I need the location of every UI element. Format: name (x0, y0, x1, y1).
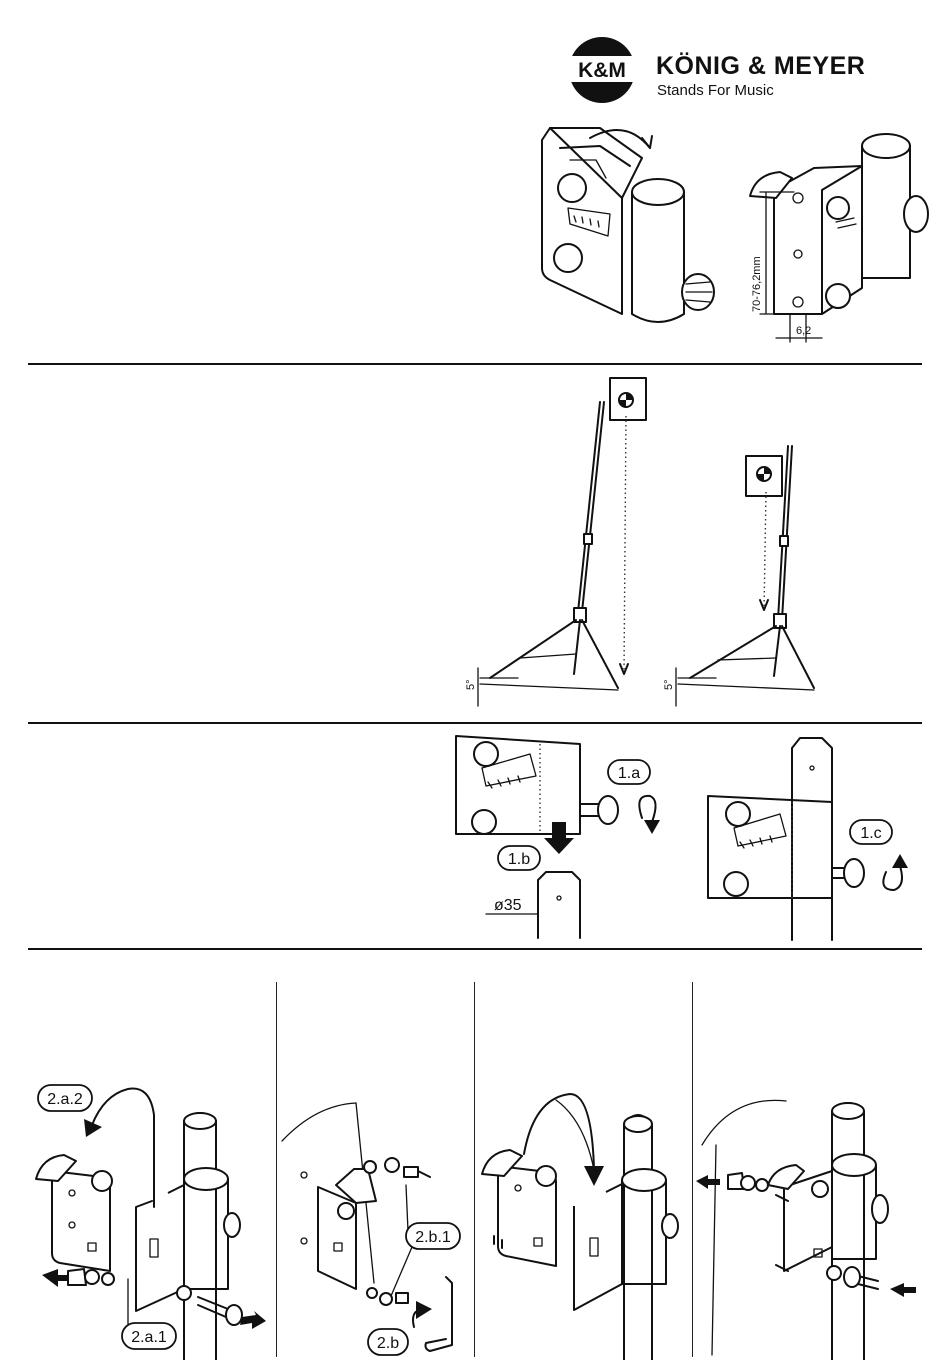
holder-back-view: 70-76,2mm 6,2 (740, 118, 930, 348)
assembly-panel-3 (474, 1080, 692, 1360)
dimension-height-label: 70-76,2mm (751, 256, 763, 312)
mounting-step-1-left: 1.a 1.b ø35 (446, 730, 676, 938)
assembly-panel-2: 2.b.1 2.b (276, 1095, 474, 1360)
brand-name: KÖNIG & MEYER (656, 52, 865, 80)
step-label-2a2: 2.a.2 (47, 1091, 83, 1108)
step-label-2b: 2.b (377, 1335, 399, 1352)
mounting-step-1-right: 1.c (700, 730, 920, 940)
step-label-2b1: 2.b.1 (415, 1229, 451, 1246)
stand-illustration-left: 5° (458, 372, 668, 712)
section-divider-3 (28, 948, 922, 950)
assembly-panel-4 (692, 1085, 922, 1360)
holder-front-view (530, 118, 730, 333)
tilt-angle-right: 5° (663, 679, 675, 690)
step-label-2a1: 2.a.1 (131, 1329, 167, 1346)
step-label-1c: 1.c (860, 825, 881, 842)
section-divider-1 (28, 363, 922, 365)
step-label-1a: 1.a (618, 765, 640, 782)
section-divider-2 (28, 722, 922, 724)
assembly-panel-1: 2.a.2 2.a.1 (28, 1075, 276, 1360)
brand-tagline: Stands For Music (657, 82, 774, 100)
tilt-angle-left: 5° (465, 679, 477, 690)
brand-logo-mark: K&M (566, 34, 638, 106)
dimension-width-label: 6,2 (796, 325, 811, 337)
diameter-label: ø35 (494, 897, 522, 914)
step-label-1b: 1.b (508, 851, 530, 868)
brand-mark-text: K&M (578, 59, 626, 82)
stand-illustration-right: 5° (656, 440, 826, 712)
